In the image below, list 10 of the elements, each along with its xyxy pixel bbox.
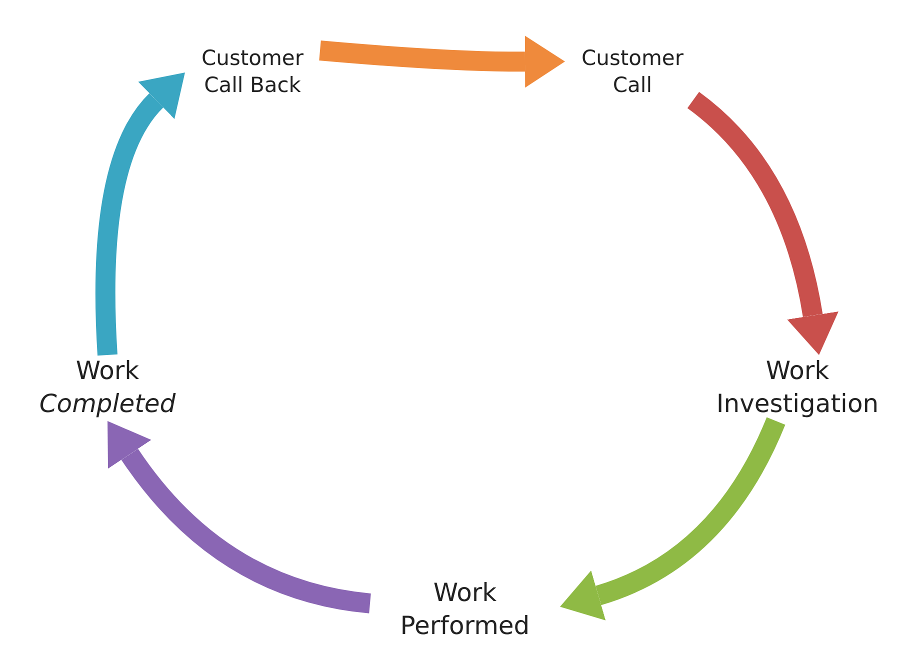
step-label: Customer Call bbox=[565, 45, 700, 100]
curved-arrow bbox=[560, 417, 786, 620]
step-label: Work Investigation bbox=[690, 355, 905, 420]
curved-arrow bbox=[106, 422, 372, 614]
step-label: Customer Call Back bbox=[185, 45, 320, 100]
curved-arrow bbox=[95, 70, 183, 356]
step-label: Work Completed bbox=[10, 355, 205, 420]
curved-arrow bbox=[687, 92, 838, 355]
curved-arrow bbox=[319, 36, 565, 88]
step-label: Work Performed bbox=[370, 577, 560, 642]
